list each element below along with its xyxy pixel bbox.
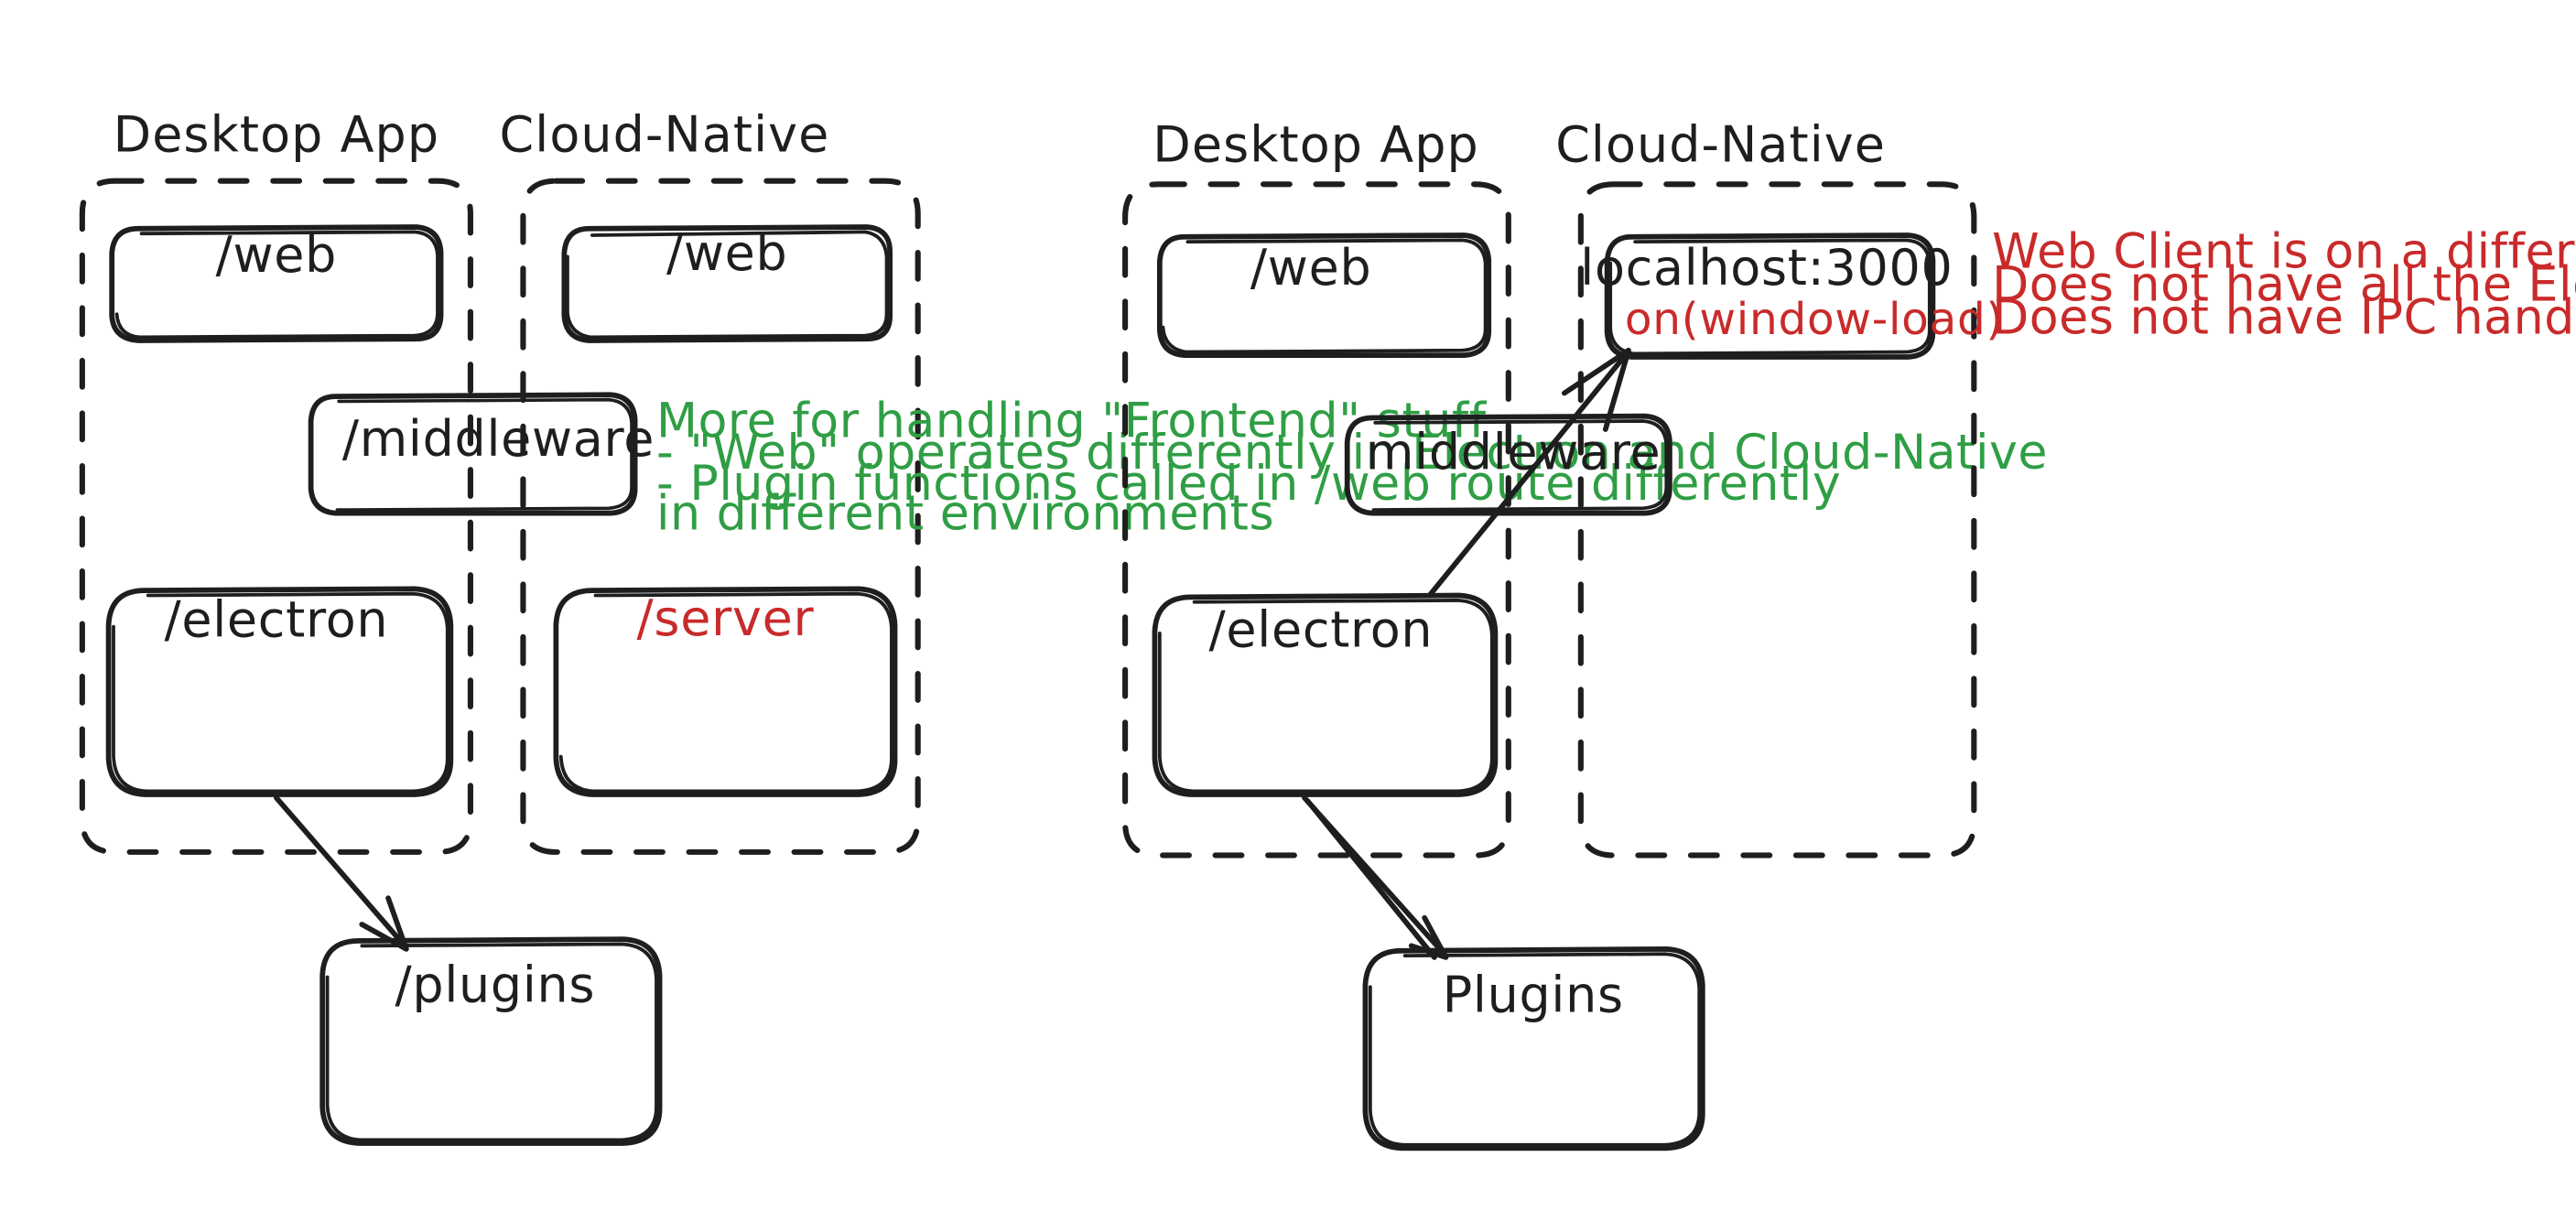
node-shape-sketch-overlay <box>114 230 439 340</box>
node-label: /middleware <box>342 410 655 468</box>
annotation-green-note: More for handling "Frontend" stuff - "We… <box>656 394 2048 542</box>
annotation-line-3: Does not have IPC handler <box>1992 290 2576 345</box>
group-border-desktop-app-right <box>1122 181 1511 859</box>
node-label: middleware <box>1366 423 1661 481</box>
group-desktop-app-right: Desktop App <box>1122 115 1511 859</box>
node-middleware-right[interactable]: middleware <box>1344 413 1672 516</box>
node-middleware-left[interactable]: /middleware <box>308 392 655 516</box>
node-label: /web <box>216 226 337 284</box>
node-shape-sketch-overlay <box>1157 599 1494 794</box>
node-label: /plugins <box>395 956 596 1014</box>
group-cloud-native-right: Cloud-Native <box>1555 115 1977 859</box>
node-sublabel-on-window-load: on(window-load) <box>1625 294 2004 345</box>
node-label: /electron <box>164 591 388 649</box>
node-electron-left[interactable]: /electron <box>105 586 454 797</box>
group-label-cloud-native-left: Cloud-Native <box>500 106 830 164</box>
node-shape <box>561 224 893 343</box>
arrow-line <box>274 794 407 949</box>
node-label: localhost:3000 <box>1580 239 1953 297</box>
annotation-line-2: Does not have all the Electron handlers <box>1992 257 2576 312</box>
node-label: /web <box>1250 239 1371 297</box>
node-label: /electron <box>1209 601 1434 659</box>
annotation-line-4: in different environments <box>656 486 1274 541</box>
annotation-line-3: - Plugin functions called in /web route … <box>656 457 1841 512</box>
right-diagram: Desktop App Cloud-Native /web localhost:… <box>1122 115 2004 1151</box>
node-label: Plugins <box>1443 966 1624 1023</box>
node-shape <box>319 936 663 1146</box>
arrow-electron-to-plugins-left <box>274 794 409 952</box>
node-localhost-3000[interactable]: localhost:3000 on(window-load) <box>1580 232 2004 360</box>
arrow-head <box>359 895 409 952</box>
node-label: /web <box>666 224 787 282</box>
node-electron-right[interactable]: /electron <box>1152 592 1499 797</box>
node-shape <box>1152 592 1499 797</box>
node-shape <box>1156 232 1492 359</box>
node-shape-sketch-overlay <box>112 591 449 794</box>
node-shape <box>553 586 898 797</box>
group-label-desktop-app-left: Desktop App <box>114 106 440 164</box>
annotation-red-note: Web Client is on a different Chromium wi… <box>1992 225 2576 346</box>
node-shape-sketch-overlay <box>335 397 633 512</box>
group-border-desktop-app-left <box>79 178 473 855</box>
arrow-electron-to-plugins-right <box>1302 794 1449 960</box>
node-shape-sketch-overlay <box>558 591 893 794</box>
left-diagram: Desktop App Cloud-Native /web /web /midd… <box>79 106 921 1146</box>
node-shape <box>1344 413 1672 516</box>
node-shape-sketch-overlay <box>1371 419 1669 512</box>
group-desktop-app-left: Desktop App <box>79 106 473 855</box>
annotation-line-1: Web Client is on a different Chromium wi… <box>1992 225 2576 280</box>
node-shape-sketch-overlay <box>566 230 889 340</box>
node-shape-sketch-overlay <box>1161 238 1488 354</box>
node-plugins-right[interactable]: Plugins <box>1362 946 1705 1151</box>
node-shape-sketch-overlay <box>1608 238 1932 356</box>
node-web-cloud-left[interactable]: /web <box>561 224 893 343</box>
group-cloud-native-left: Cloud-Native <box>500 106 921 855</box>
arrow-head <box>1562 347 1631 432</box>
arrow-line-sketch-overlay <box>1304 798 1437 960</box>
node-shape-sketch-overlay <box>325 942 658 1142</box>
group-label-desktop-app-right: Desktop App <box>1153 115 1479 173</box>
arrow-electron-to-localhost <box>1426 347 1631 599</box>
node-shape <box>109 224 444 343</box>
annotation-line-2: - "Web" operates differently in Electron… <box>656 426 2048 481</box>
arrow-line <box>1426 352 1629 599</box>
node-shape <box>1362 946 1705 1151</box>
node-shape-sketch-overlay <box>1368 952 1702 1147</box>
node-plugins-left[interactable]: /plugins <box>319 936 663 1146</box>
node-shape <box>308 392 638 516</box>
node-server-left[interactable]: /server <box>553 586 898 797</box>
node-web-desktop-left[interactable]: /web <box>109 224 444 343</box>
node-label: /server <box>637 589 815 647</box>
node-shape <box>105 586 454 797</box>
node-shape <box>1604 232 1936 360</box>
group-label-cloud-native-right: Cloud-Native <box>1555 115 1886 173</box>
node-web-desktop-right[interactable]: /web <box>1156 232 1492 359</box>
